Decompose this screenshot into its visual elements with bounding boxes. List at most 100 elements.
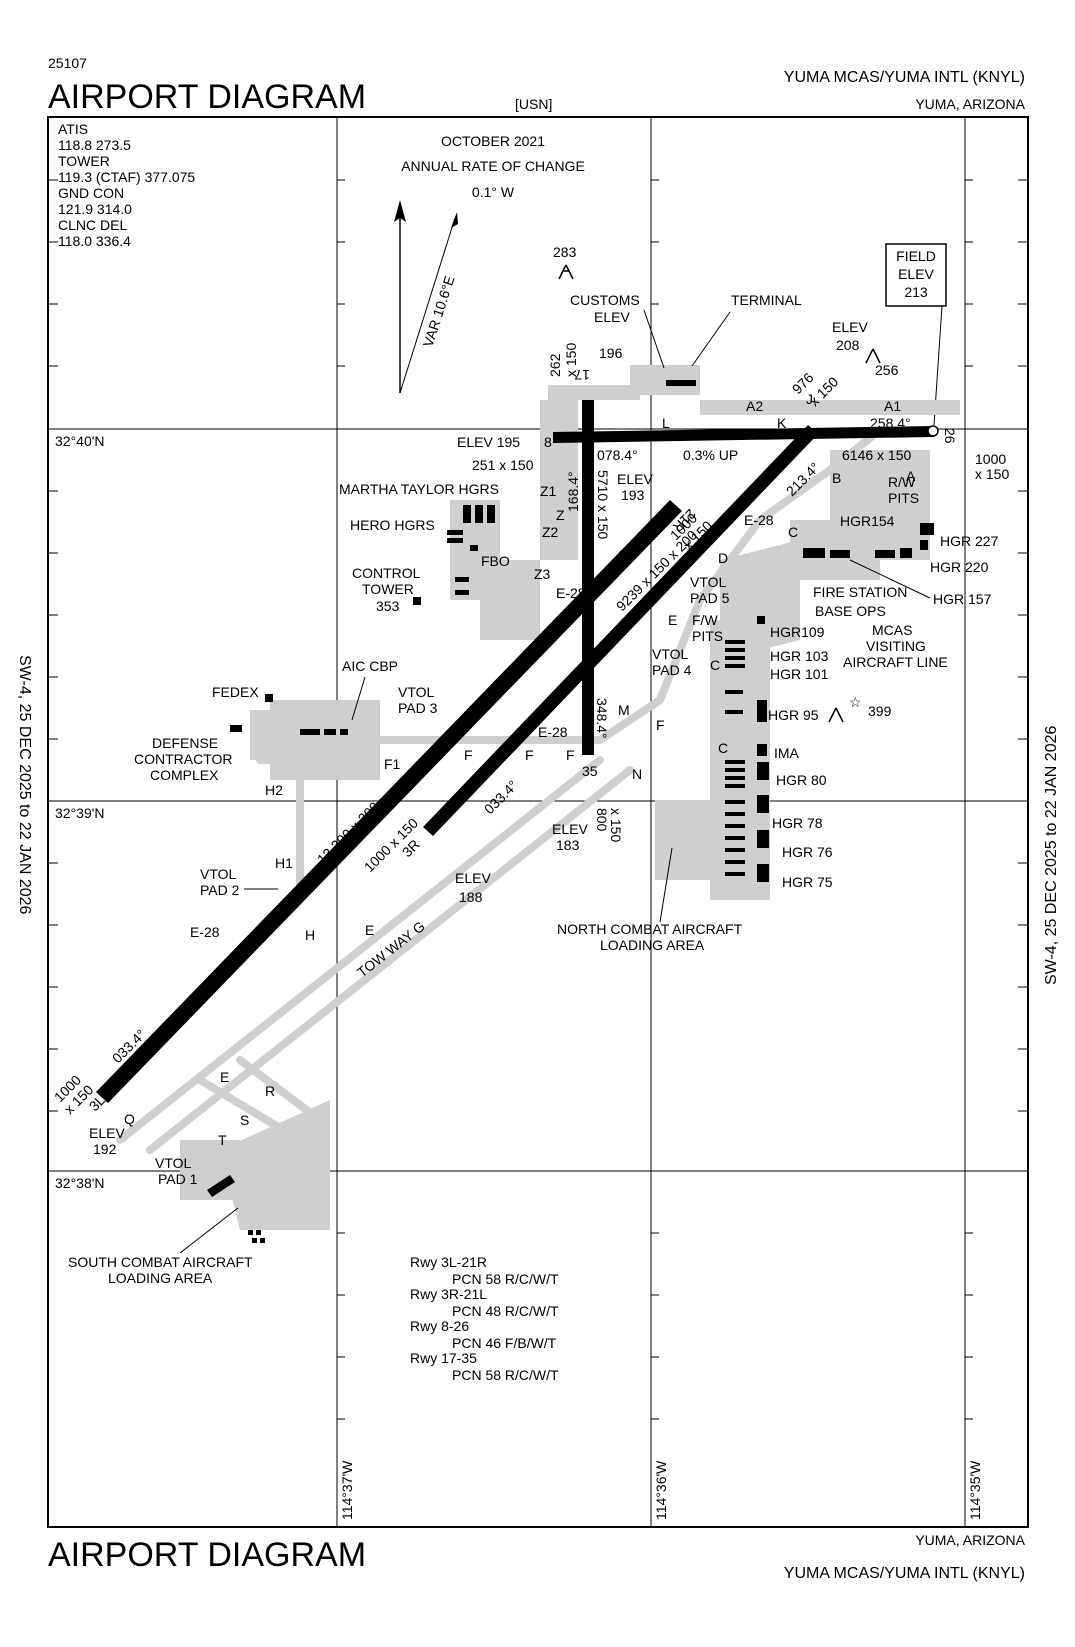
- svg-text:MCAS: MCAS: [872, 622, 912, 638]
- elev-188: 188: [459, 889, 483, 905]
- magnetic-north-line: [399, 217, 456, 394]
- svg-text:DEFENSE: DEFENSE: [152, 735, 218, 751]
- clnc-del-value: 118.0 336.4: [58, 233, 131, 249]
- footer-location: YUMA, ARIZONA: [915, 1532, 1025, 1548]
- aprons: [180, 365, 960, 1230]
- svg-text:VTOL: VTOL: [200, 866, 237, 882]
- parking-spots: [248, 640, 745, 1243]
- runway-17-35: [582, 400, 594, 755]
- svg-text:B: B: [832, 470, 841, 486]
- svg-text:LOADING AREA: LOADING AREA: [108, 1270, 213, 1286]
- svg-text:F/W: F/W: [692, 612, 718, 628]
- atis-label: ATIS: [58, 121, 88, 137]
- obstacle-399-star-icon: ☆: [849, 694, 862, 710]
- elev-188-label: ELEV: [455, 870, 491, 886]
- svg-text:TOWER: TOWER: [362, 581, 414, 597]
- svg-text:Rwy 8-26: Rwy 8-26: [410, 1318, 469, 1334]
- rwy8-heading: 078.4°: [597, 447, 638, 463]
- svg-text:A2: A2: [746, 398, 763, 414]
- svg-text:C: C: [718, 740, 728, 756]
- obstacle-hgr95-icon: [828, 707, 844, 723]
- svg-text:R/W: R/W: [888, 474, 916, 490]
- svg-text:CUSTOMS: CUSTOMS: [570, 292, 640, 308]
- obstacle-399: 399: [868, 703, 892, 719]
- svg-text:Z1: Z1: [540, 483, 557, 499]
- tower-label: TOWER: [58, 153, 110, 169]
- runways: [96, 400, 933, 1103]
- runway-26-threshold-icon: [927, 425, 939, 437]
- mag-rate: 0.1° W: [472, 184, 515, 200]
- svg-text:Q: Q: [124, 1111, 135, 1127]
- rwy17-end: 17: [574, 367, 590, 383]
- rwy17-35-dims: 5710 x 150: [595, 470, 611, 539]
- svg-text:PAD 3: PAD 3: [398, 700, 438, 716]
- svg-text:AIRCRAFT LINE: AIRCRAFT LINE: [843, 654, 948, 670]
- right-cycle-dates: SW-4, 25 DEC 2025 to 22 JAN 2026: [1043, 725, 1060, 985]
- svg-text:NORTH COMBAT AIRCRAFT: NORTH COMBAT AIRCRAFT: [557, 921, 743, 937]
- svg-text:COMPLEX: COMPLEX: [150, 767, 219, 783]
- rwy3r-heading: 033.4°: [481, 777, 521, 817]
- svg-text:LOADING AREA: LOADING AREA: [600, 937, 705, 953]
- svg-text:Rwy 17-35: Rwy 17-35: [410, 1350, 477, 1366]
- svg-text:HGR109: HGR109: [770, 624, 825, 640]
- svg-text:H2: H2: [265, 782, 283, 798]
- procedure-number: 25107: [48, 55, 87, 71]
- svg-text:HGR 103: HGR 103: [770, 648, 829, 664]
- svg-text:PCN 58 R/C/W/T: PCN 58 R/C/W/T: [452, 1367, 559, 1383]
- svg-text:C: C: [710, 657, 720, 673]
- svg-text:PAD 2: PAD 2: [200, 882, 240, 898]
- svg-text:PCN 48 R/C/W/T: PCN 48 R/C/W/T: [452, 1303, 559, 1319]
- svg-text:Z: Z: [556, 507, 565, 523]
- svg-text:F1: F1: [384, 756, 401, 772]
- svg-text:E-28: E-28: [538, 724, 568, 740]
- svg-text:FIRE STATION: FIRE STATION: [813, 584, 907, 600]
- rwy35-heading: 348.4°: [594, 698, 610, 739]
- rwy8-26-slope: 0.3% UP: [683, 447, 738, 463]
- svg-text:MARTHA TAYLOR HGRS: MARTHA TAYLOR HGRS: [339, 481, 499, 497]
- svg-text:Z3: Z3: [534, 566, 551, 582]
- svg-text:CONTROL: CONTROL: [352, 565, 421, 581]
- rwy26-heading: 258.4°: [870, 415, 911, 431]
- svg-text:VTOL: VTOL: [652, 646, 689, 662]
- rwy35-end: 35: [582, 763, 598, 779]
- svg-text:E: E: [220, 1069, 229, 1085]
- svg-text:E-28: E-28: [190, 924, 220, 940]
- svg-text:BASE OPS: BASE OPS: [815, 603, 886, 619]
- svg-text:PITS: PITS: [888, 490, 919, 506]
- obstacle-283: 283: [553, 244, 577, 260]
- lat-label-39: 32°39'N: [55, 805, 105, 821]
- obstacle-283-icon: [558, 264, 574, 280]
- rwy17-overrun-2: x 150: [563, 343, 579, 377]
- svg-text:CONTRACTOR: CONTRACTOR: [134, 751, 233, 767]
- svg-text:SOUTH COMBAT AIRCRAFT: SOUTH COMBAT AIRCRAFT: [68, 1254, 253, 1270]
- svg-text:HGR154: HGR154: [840, 513, 895, 529]
- rwy3r-elev-label: ELEV: [552, 821, 588, 837]
- header-location: YUMA, ARIZONA: [915, 96, 1025, 112]
- field-elevation-box: FIELD ELEV 213: [885, 243, 947, 426]
- svg-text:TERMINAL: TERMINAL: [731, 292, 802, 308]
- footer-title: AIRPORT DIAGRAM: [48, 1536, 366, 1574]
- svg-text:VISITING: VISITING: [866, 638, 926, 654]
- magnetic-north-arrow-icon: [451, 212, 458, 228]
- svg-text:H1: H1: [275, 855, 293, 871]
- svg-text:T: T: [218, 1132, 227, 1148]
- svg-text:HGR 220: HGR 220: [930, 559, 989, 575]
- svg-text:FIELD: FIELD: [896, 248, 936, 264]
- svg-text:F: F: [464, 747, 473, 763]
- svg-text:AIC CBP: AIC CBP: [342, 658, 398, 674]
- left-cycle-dates: SW-4, 25 DEC 2025 to 22 JAN 2026: [16, 655, 33, 915]
- rwy8-elev: ELEV 195: [457, 434, 520, 450]
- runway-8-26: [553, 426, 933, 443]
- svg-text:F: F: [566, 747, 575, 763]
- svg-text:E-28: E-28: [556, 585, 586, 601]
- elev-208-label: ELEV: [832, 319, 868, 335]
- mag-date: OCTOBER 2021: [441, 133, 545, 149]
- svg-text:PCN 58 R/C/W/T: PCN 58 R/C/W/T: [452, 1271, 559, 1287]
- rwy26-end: 26: [942, 428, 958, 444]
- gnd-con-value: 121.9 314.0: [58, 201, 132, 217]
- rwy35-overrun-2: x 150: [608, 808, 624, 842]
- svg-text:F: F: [525, 747, 534, 763]
- svg-text:HGR 95: HGR 95: [768, 707, 819, 723]
- lon-label-37: 114°37'W: [339, 1460, 355, 1520]
